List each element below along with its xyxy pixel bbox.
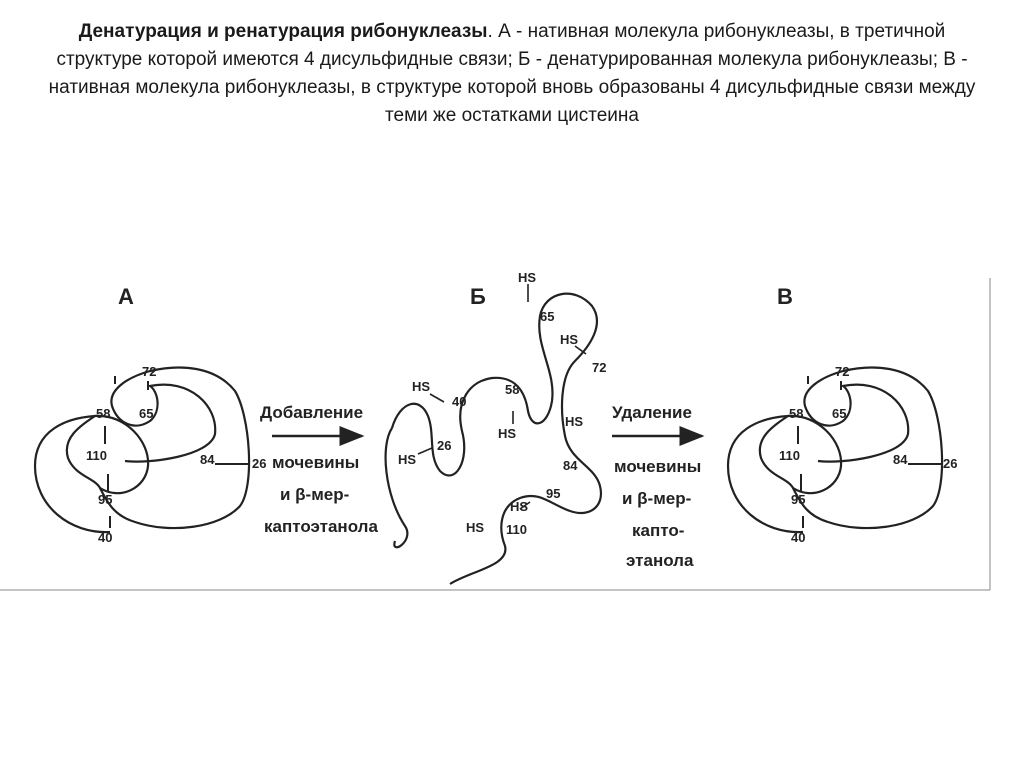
reverse-line1: Удаление xyxy=(612,403,692,422)
b-hs-58: HS xyxy=(498,426,516,441)
reverse-line2: мочевины xyxy=(614,457,701,476)
b-hs-110: HS xyxy=(466,520,484,535)
panel-a: А 72 58 65 110 84 26 95 40 xyxy=(33,284,266,545)
b-residue-40: 40 xyxy=(452,394,466,409)
forward-line2: мочевины xyxy=(272,453,359,472)
b-hs-84: HS xyxy=(565,414,583,429)
a-residue-72: 72 xyxy=(142,364,156,379)
panel-b: Б HS 65 HS 72 HS 40 58 HS 26 HS HS 84 HS… xyxy=(384,270,606,585)
panel-c-chain xyxy=(726,366,944,534)
c-residue-110: 110 xyxy=(779,448,800,463)
figure-caption: Денатурация и ренатурация рибонуклеазы. … xyxy=(40,18,984,130)
reverse-arrow: Удаление мочевины и β-мер- капто- этанол… xyxy=(612,403,705,570)
panel-c-inner-loop xyxy=(787,414,843,495)
caption-title: Денатурация и ренатурация рибонуклеазы xyxy=(78,21,488,42)
b-residue-110: 110 xyxy=(506,522,527,537)
c-residue-95: 95 xyxy=(791,492,805,507)
caption-text: . А - нативная молекула рибонуклеазы, в … xyxy=(48,21,976,126)
a-residue-58: 58 xyxy=(96,406,110,421)
b-residue-95: 95 xyxy=(546,486,560,501)
b-residue-26: 26 xyxy=(437,438,451,453)
c-residue-84: 84 xyxy=(893,452,908,467)
forward-line3: и β-мер- xyxy=(280,485,349,504)
forward-line4: каптоэтанола xyxy=(264,517,378,536)
panel-a-chain xyxy=(33,366,251,534)
panel-c: В 72 58 65 110 84 26 95 40 xyxy=(726,284,957,545)
c-residue-65: 65 xyxy=(832,406,846,421)
c-residue-26: 26 xyxy=(943,456,957,471)
b-residue-58: 58 xyxy=(505,382,519,397)
panel-b-chain xyxy=(384,292,603,585)
b-hs-65: HS xyxy=(560,332,578,347)
b-residue-72: 72 xyxy=(592,360,606,375)
reverse-line4: капто- xyxy=(632,521,684,540)
b-residue-65: 65 xyxy=(540,309,554,324)
a-residue-65: 65 xyxy=(139,406,153,421)
a-residue-110: 110 xyxy=(86,448,107,463)
a-residue-84: 84 xyxy=(200,452,215,467)
panel-a-letter: А xyxy=(118,284,134,309)
c-residue-40: 40 xyxy=(791,530,805,545)
b-residue-84: 84 xyxy=(563,458,578,473)
reverse-line3: и β-мер- xyxy=(622,489,691,508)
c-residue-72: 72 xyxy=(835,364,849,379)
forward-arrow: Добавление мочевины и β-мер- каптоэтанол… xyxy=(260,403,378,536)
c-residue-58: 58 xyxy=(789,406,803,421)
a-residue-95: 95 xyxy=(98,492,112,507)
b-hs-40: HS xyxy=(412,379,430,394)
reverse-line5: этанола xyxy=(626,551,694,570)
b-hs-26: HS xyxy=(398,452,416,467)
panel-c-letter: В xyxy=(777,284,793,309)
panel-a-inner-loop xyxy=(94,414,150,495)
b-hs-top: HS xyxy=(518,270,536,285)
panel-b-letter: Б xyxy=(470,284,486,309)
forward-line1: Добавление xyxy=(260,403,363,422)
a-residue-40: 40 xyxy=(98,530,112,545)
figure-svg: А 72 58 65 110 84 26 95 40 Добавление мо… xyxy=(0,270,991,591)
a-residue-26: 26 xyxy=(252,456,266,471)
ribonuclease-figure: А 72 58 65 110 84 26 95 40 Добавление мо… xyxy=(0,266,1024,596)
b-hs-95: HS xyxy=(510,499,528,514)
